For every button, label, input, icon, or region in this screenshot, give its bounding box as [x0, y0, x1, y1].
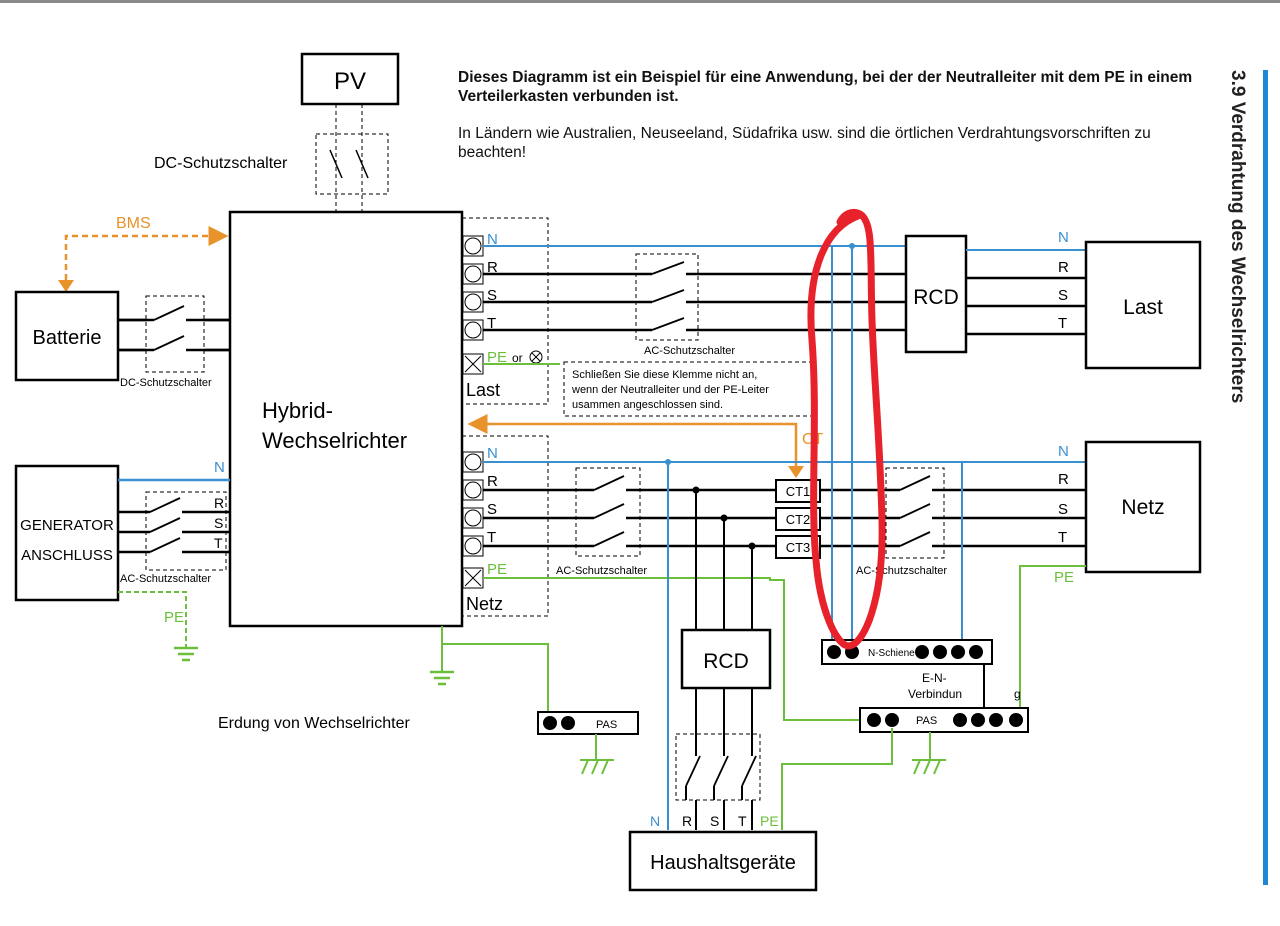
generator-block: GENERATOR ANSCHLUSS N R S T AC-Schutzsch…: [14, 459, 230, 662]
last-s-label: S: [1058, 287, 1068, 304]
grid-label: Netz: [1121, 496, 1164, 519]
grid-breaker: AC-Schutzschalter N R S T PE: [856, 443, 1086, 586]
pas-inverter-label: PAS: [596, 719, 617, 731]
inverter-label-2: Wechselrichter: [262, 428, 407, 453]
warning-line-1: Schließen Sie diese Klemme nicht an,: [572, 369, 757, 381]
netz-pe-label: PE: [1054, 569, 1074, 586]
netz-r-label: R: [1058, 471, 1069, 488]
ac-breaker-grid-inv-label: AC-Schutzschalter: [556, 565, 647, 577]
grid-r-label: R: [487, 473, 498, 490]
gen-n-label: N: [214, 459, 225, 476]
load-n-label: N: [487, 231, 498, 248]
en-label-3: g: [1014, 687, 1021, 701]
rcd-load-block: RCD: [904, 234, 968, 354]
load-block: Last: [1084, 240, 1202, 370]
netz-n-label: N: [1058, 443, 1069, 460]
load-label: Last: [1123, 296, 1163, 319]
grid-t-label: T: [487, 529, 496, 546]
n-rail-label: N-Schiene: [868, 648, 915, 659]
generator-label-2: ANSCHLUSS: [21, 547, 113, 564]
load-out-wiring: N R S T: [966, 229, 1086, 336]
bms-label: BMS: [116, 215, 151, 232]
appliances-block: Haushaltsgeräte: [628, 830, 818, 892]
en-label-2: Verbindun: [908, 687, 962, 701]
ct2-label: CT2: [786, 512, 811, 527]
top-rule: [0, 0, 1280, 3]
ct-sensors: CT1 CT2 CT3: [775, 479, 900, 559]
n-rail: N-Schiene E-N- Verbindun g: [821, 639, 1021, 708]
house-feed: RCD N R S T PE: [650, 486, 779, 830]
terminal-load-label: Last: [466, 380, 500, 400]
warning-box: Schließen Sie diese Klemme nicht an, wen…: [563, 361, 817, 417]
house-pe-label: PE: [760, 813, 779, 829]
ac-breaker-gen-label: AC-Schutzschalter: [120, 573, 211, 585]
grid-terminal-block: N R S T PE Netz: [461, 435, 549, 617]
neutral-risers: [665, 243, 963, 830]
note-text: In Ländern wie Australien, Neuseeland, S…: [458, 125, 1151, 161]
battery-label: Batterie: [33, 327, 102, 349]
hybrid-inverter: Hybrid- Wechselrichter: [228, 210, 464, 628]
pv-label: PV: [334, 68, 366, 95]
ct-link: CT: [467, 414, 824, 478]
gen-r-label: R: [214, 495, 224, 511]
load-wiring: AC-Schutzschalter: [483, 245, 906, 365]
ac-breaker-load-label: AC-Schutzschalter: [644, 345, 735, 357]
load-r-label: R: [487, 259, 498, 276]
grid-n-label: N: [487, 445, 498, 462]
house-r-label: R: [682, 813, 692, 829]
highlight-loop: [807, 208, 886, 650]
pas-main: PAS: [781, 707, 1029, 830]
gen-t-label: T: [214, 535, 223, 551]
appliances-label: Haushaltsgeräte: [650, 852, 796, 874]
house-s-label: S: [710, 813, 719, 829]
en-label-1: E-N-: [922, 671, 947, 685]
grid-pe-label: PE: [487, 561, 507, 578]
house-t-label: T: [738, 813, 747, 829]
netz-t-label: T: [1058, 529, 1067, 546]
warning-line-3: usammen angeschlossen sind.: [572, 399, 723, 411]
last-r-label: R: [1058, 259, 1069, 276]
load-t-label: T: [487, 315, 496, 332]
load-pe-or: or: [512, 351, 523, 365]
inverter-label-1: Hybrid-: [262, 398, 333, 423]
earth-inverter-label: Erdung von Wechselrichter: [218, 715, 410, 732]
ac-breaker-grid-label: AC-Schutzschalter: [856, 565, 947, 577]
house-n-label: N: [650, 813, 660, 829]
note-bold: Dieses Diagramm ist ein Beispiel für ein…: [458, 69, 1193, 105]
dc-breaker-battery-label: DC-Schutzschalter: [120, 377, 212, 389]
terminal-grid-label: Netz: [466, 594, 503, 614]
pas-main-label: PAS: [916, 715, 937, 727]
generator-label-1: GENERATOR: [20, 517, 114, 534]
gen-s-label: S: [214, 515, 223, 531]
gen-pe-label: PE: [164, 609, 184, 626]
grid-block: Netz: [1019, 440, 1202, 716]
bms-link: BMS: [58, 215, 229, 292]
ct3-label: CT3: [786, 540, 811, 555]
load-pe-label: PE: [487, 349, 507, 366]
last-n-label: N: [1058, 229, 1069, 246]
accent-bar: [1263, 70, 1268, 885]
ct1-label: CT1: [786, 484, 811, 499]
inverter-ground: Erdung von Wechselrichter: [218, 626, 549, 732]
warning-line-2: wenn der Neutralleiter und der PE-Leiter: [571, 384, 769, 396]
pv-block: PV: [300, 52, 400, 106]
rcd-house-label: RCD: [703, 650, 749, 673]
dc-breaker-pv: DC-Schutzschalter: [154, 104, 389, 212]
dc-breaker-pv-label: DC-Schutzschalter: [154, 155, 288, 172]
battery-block: Batterie DC-Schutzschalter: [14, 290, 230, 389]
rcd-load-label: RCD: [913, 286, 959, 309]
grid-wiring: AC-Schutzschalter: [483, 461, 1086, 721]
pas-inverter: PAS: [537, 711, 639, 775]
grid-s-label: S: [487, 501, 497, 518]
last-t-label: T: [1058, 315, 1067, 332]
load-s-label: S: [487, 287, 497, 304]
netz-s-label: S: [1058, 501, 1068, 518]
